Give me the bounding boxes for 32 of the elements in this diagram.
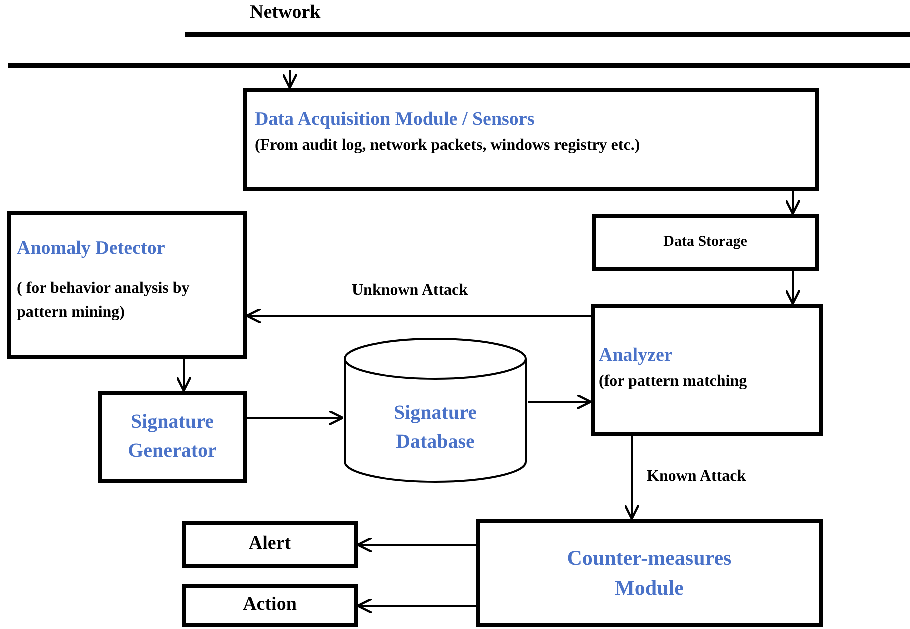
box-title: Signature Database	[393, 400, 478, 454]
arrow	[282, 70, 298, 90]
box-description: ( for behavior analysis by pattern mining)	[17, 278, 191, 323]
box-title: Data Storage	[664, 233, 748, 252]
arrow	[246, 308, 591, 324]
arrow	[624, 436, 640, 520]
box-title: Anomaly Detector	[17, 237, 166, 261]
box-title: Counter-measures Module	[566, 544, 733, 602]
box-title: Analyzer	[599, 344, 673, 368]
arrow	[176, 359, 192, 392]
arrow	[784, 191, 802, 216]
arrow	[356, 598, 476, 614]
box-description: (for pattern matching	[599, 372, 748, 392]
arrow	[247, 410, 344, 426]
process-box	[98, 391, 247, 483]
box-description: (From audit log, network packets, windows registry etc.)	[255, 136, 640, 156]
process-box	[7, 211, 247, 359]
process-box	[182, 521, 358, 568]
arrow	[784, 271, 802, 306]
process-box	[591, 304, 823, 436]
box-title: Alert	[248, 532, 292, 556]
process-box	[476, 519, 823, 627]
box-title: Action	[243, 593, 297, 618]
arrow	[356, 536, 476, 554]
box-title: Data Acquisition Module / Sensors	[255, 108, 535, 132]
process-box	[592, 214, 819, 271]
process-box	[243, 88, 819, 191]
arrow	[528, 394, 592, 410]
network-label: Network	[250, 2, 321, 24]
box-title: Signature Generator	[127, 410, 218, 464]
process-box	[182, 584, 358, 627]
database-cylinder	[343, 337, 528, 484]
